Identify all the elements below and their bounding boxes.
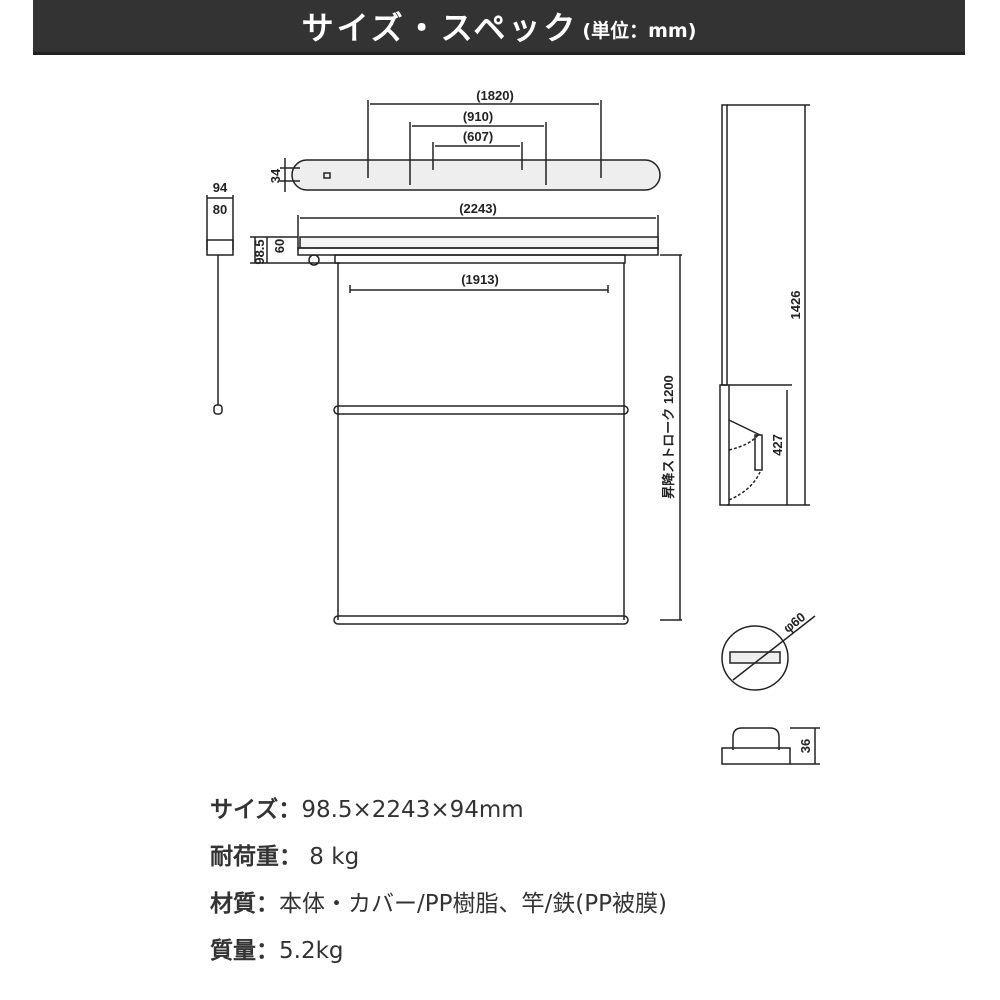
dim-34: 34 xyxy=(268,168,283,183)
dim-427: 427 xyxy=(770,434,785,456)
header-unit: (単位：mm) xyxy=(582,19,697,42)
spec-value: 本体・カバー/PP樹脂、竿/鉄(PP被膜) xyxy=(279,891,667,917)
spec-label: 質量： xyxy=(210,938,279,964)
dim-94: 94 xyxy=(213,180,228,195)
dim-80: 80 xyxy=(213,202,227,217)
dim-910: (910) xyxy=(463,109,493,124)
dim-2243: (2243) xyxy=(459,201,497,216)
front-view: (2243) (1913) 60 98.5 昇降ストローク 1200 xyxy=(250,201,682,625)
dim-60: 60 xyxy=(272,239,287,253)
dim-1426: 1426 xyxy=(788,291,803,320)
spec-label: 耐荷重： xyxy=(210,844,302,870)
spec-load: 耐荷重： 8 kg xyxy=(210,839,667,886)
spec-label: 材質： xyxy=(210,891,279,917)
dim-1820: (1820) xyxy=(476,88,514,103)
top-view: (1820) (910) (607) 34 xyxy=(268,88,661,192)
spec-material: 材質：本体・カバー/PP樹脂、竿/鉄(PP被膜) xyxy=(210,886,667,933)
spec-value: 98.5×2243×94mm xyxy=(301,797,524,823)
dim-36: 36 xyxy=(798,739,813,753)
side-view-left: 94 80 xyxy=(206,180,234,415)
section-header: サイズ・スペック (単位：mm) xyxy=(33,0,965,55)
spec-size: サイズ：98.5×2243×94mm xyxy=(210,792,667,839)
side-view-right: 1426 427 xyxy=(719,104,810,506)
spec-weight: 質量：5.2kg xyxy=(210,933,667,980)
spec-value: 8 kg xyxy=(302,844,360,870)
dim-phi60: φ60 xyxy=(780,609,808,635)
dim-607: (607) xyxy=(463,129,493,144)
stroke-label: 昇降ストローク 1200 xyxy=(661,375,676,499)
dim-98-5: 98.5 xyxy=(252,239,267,264)
spec-value: 5.2kg xyxy=(279,938,344,964)
spec-list: サイズ：98.5×2243×94mm 耐荷重： 8 kg 材質：本体・カバー/P… xyxy=(210,792,667,980)
dim-1913: (1913) xyxy=(461,272,499,287)
spec-label: サイズ： xyxy=(210,797,302,823)
header-title: サイズ・スペック xyxy=(301,9,579,47)
handle-views: φ60 36 xyxy=(721,609,820,765)
